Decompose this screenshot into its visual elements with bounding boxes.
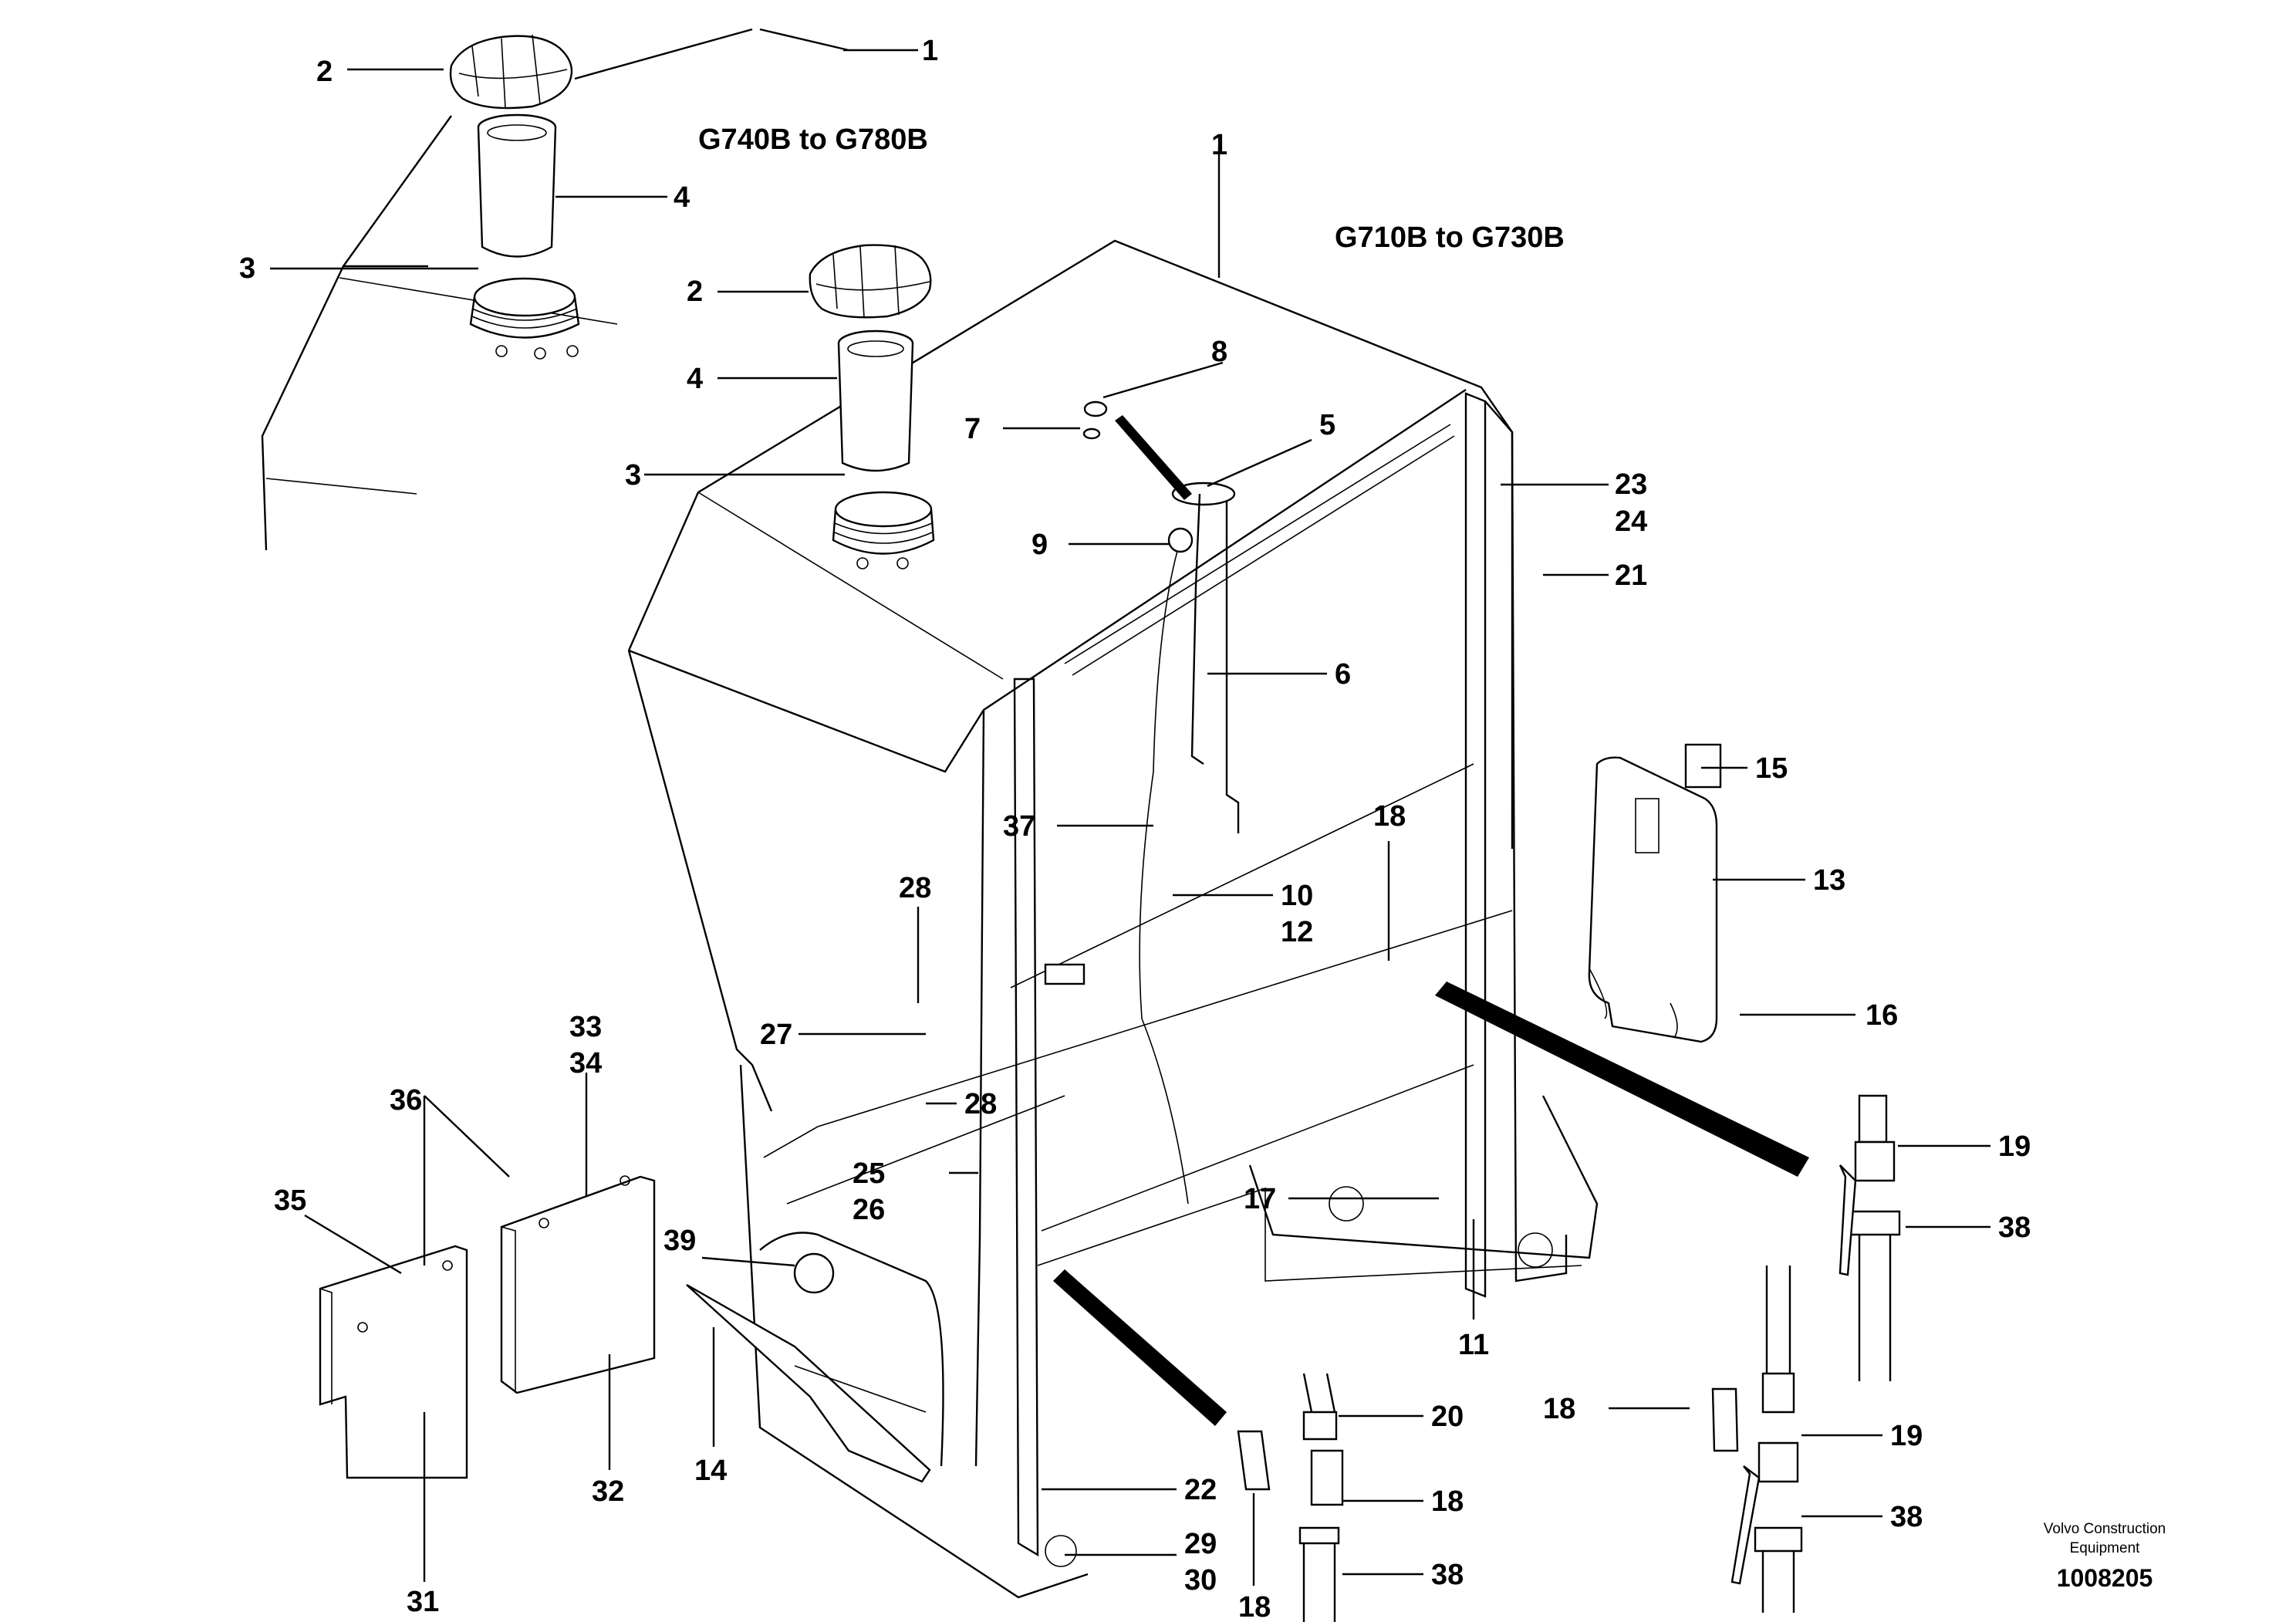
variant-label-large: G740B to G780B (698, 123, 928, 156)
sender-unit (1044, 482, 1240, 1205)
callout-38-lower: 38 (1890, 1501, 1923, 1533)
drain-cock-middle (1237, 1373, 1344, 1622)
callout-30: 30 (1184, 1564, 1217, 1597)
callout-29: 29 (1184, 1528, 1217, 1560)
heat-shield-plates (319, 1175, 656, 1479)
callout-18-middle: 18 (1431, 1485, 1464, 1518)
callout-26: 26 (853, 1194, 885, 1226)
callout-15: 15 (1755, 752, 1788, 785)
callout-16: 16 (1866, 999, 1898, 1032)
callout-4-small: 4 (687, 363, 703, 395)
callout-27: 27 (760, 1019, 792, 1051)
callout-18-lower: 18 (1238, 1591, 1271, 1622)
callout-28-upper: 28 (899, 872, 931, 904)
callout-19-lower: 19 (1890, 1420, 1923, 1452)
small-filler-strainer (837, 329, 914, 472)
variant-label-small: G710B to G730B (1335, 221, 1565, 254)
callout-9: 9 (1032, 529, 1048, 561)
callout-5: 5 (1319, 409, 1335, 441)
callout-20: 20 (1431, 1401, 1464, 1433)
callout-6: 6 (1335, 658, 1351, 691)
callout-19-upper: 19 (1998, 1130, 2031, 1163)
large-filler-strainer (477, 113, 557, 258)
callout-2-small: 2 (687, 275, 703, 308)
callout-2-large: 2 (316, 56, 333, 88)
callout-38-middle: 38 (1431, 1559, 1464, 1591)
callout-11: 11 (1458, 1329, 1489, 1361)
callout-32: 32 (592, 1475, 624, 1508)
callout-18-right: 18 (1543, 1393, 1575, 1425)
callout-39: 39 (663, 1225, 696, 1257)
callout-23: 23 (1615, 468, 1647, 501)
callout-28-lower: 28 (964, 1088, 997, 1120)
callout-12: 12 (1281, 916, 1313, 948)
publisher-line-2: Equipment (2070, 1540, 2141, 1556)
callout-13: 13 (1813, 864, 1845, 897)
callout-17: 17 (1244, 1183, 1276, 1215)
small-filler-cap (809, 244, 932, 319)
callout-33: 33 (569, 1011, 602, 1043)
large-filler-cap (449, 34, 573, 110)
tank-inner-frame (1010, 392, 1599, 1567)
main-tank-body (627, 239, 1514, 1599)
callout-1-large: 1 (922, 35, 938, 67)
drain-cock-upper (1838, 1094, 1901, 1381)
large-filler-neck (469, 277, 580, 360)
callout-24: 24 (1615, 505, 1647, 538)
callout-37: 37 (1003, 810, 1035, 843)
callout-14: 14 (694, 1455, 727, 1487)
callout-1-small: 1 (1211, 129, 1227, 161)
callout-wedges (1053, 415, 1809, 1426)
access-door (686, 1232, 944, 1483)
callout-38-upper: 38 (1998, 1211, 2031, 1244)
inspection-cover (1588, 743, 1722, 1043)
callout-25: 25 (853, 1157, 885, 1190)
small-filler-neck (832, 491, 935, 569)
callout-36: 36 (390, 1084, 422, 1117)
publisher-line-1: Volvo Construction (2044, 1521, 2166, 1537)
callout-22: 22 (1184, 1474, 1217, 1506)
callout-21: 21 (1615, 559, 1647, 592)
callout-18-upper: 18 (1373, 800, 1406, 833)
callout-4-large: 4 (674, 181, 690, 214)
callout-34: 34 (569, 1047, 602, 1080)
small-fittings (1082, 400, 1194, 553)
reference-number: 1008205 (2057, 1564, 2153, 1592)
callout-31: 31 (407, 1586, 439, 1618)
callout-35: 35 (274, 1184, 306, 1217)
callout-3-small: 3 (625, 459, 641, 492)
leader-lines (270, 28, 1990, 1586)
callout-3-large: 3 (239, 252, 255, 285)
callout-8: 8 (1211, 336, 1227, 368)
drain-cock-lower (1711, 1265, 1803, 1613)
callout-10: 10 (1281, 880, 1313, 912)
callout-7: 7 (964, 413, 981, 445)
